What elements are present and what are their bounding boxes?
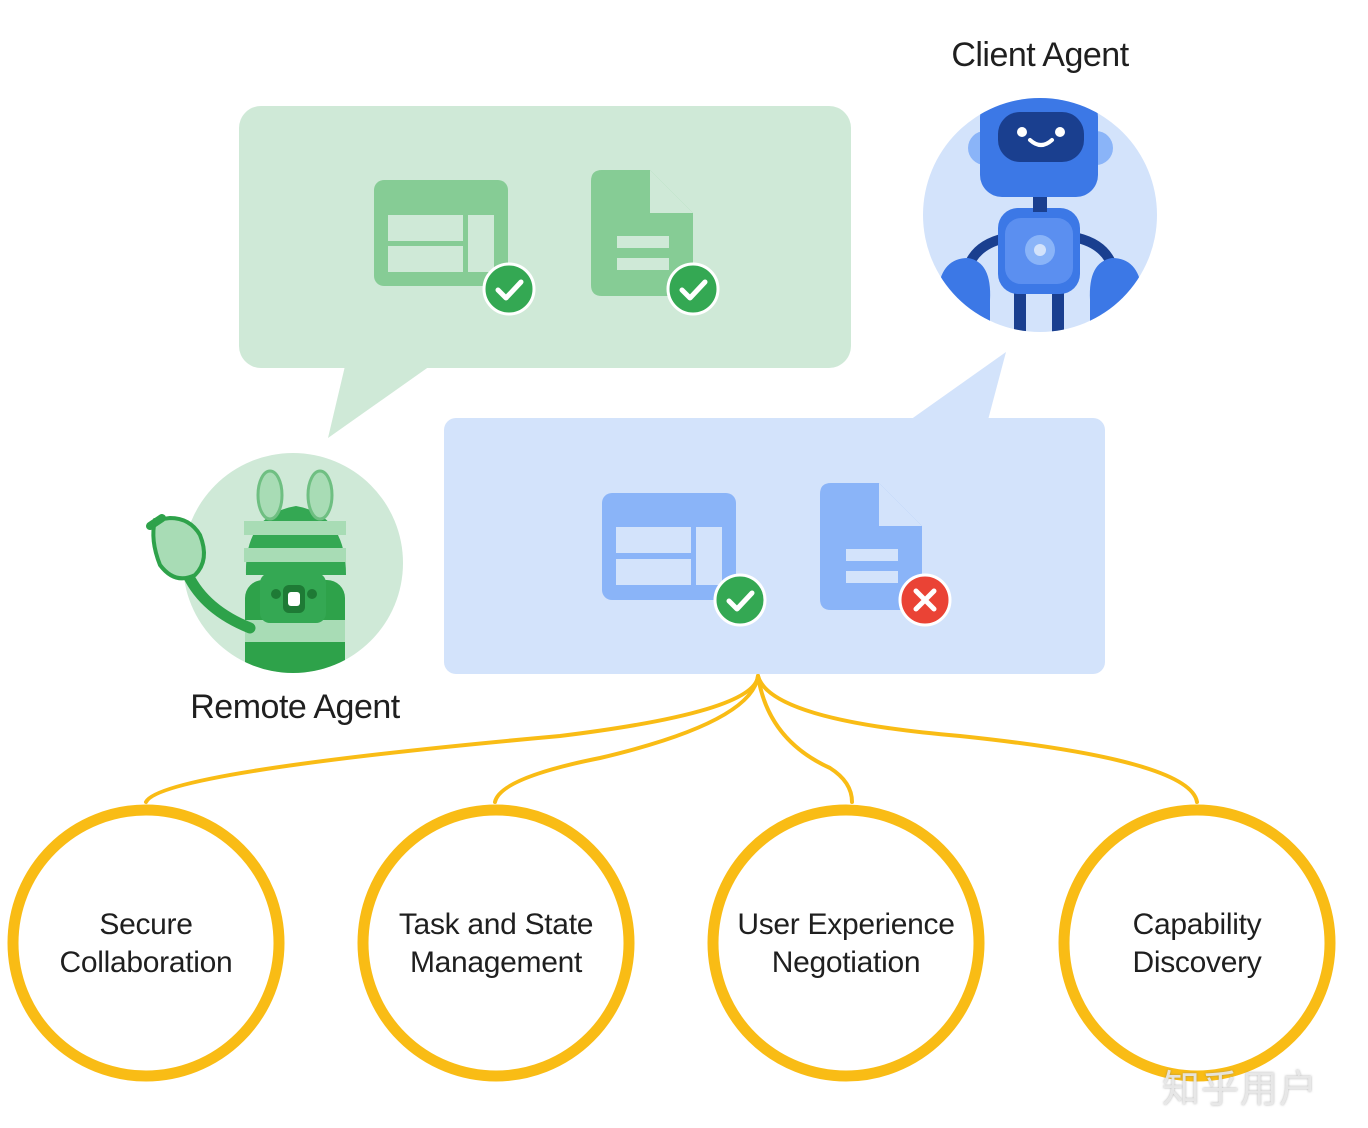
capability-capability-discovery: Capability Discovery xyxy=(1077,906,1317,982)
capability-ring xyxy=(707,804,985,1082)
capability-ring xyxy=(7,804,285,1082)
capability-ring xyxy=(357,804,635,1082)
remote-agent-avatar xyxy=(146,453,403,673)
table-icon xyxy=(602,493,736,600)
capability-connectors xyxy=(144,674,1199,804)
capability-ring xyxy=(1058,804,1336,1082)
client-agent-avatar xyxy=(923,98,1157,332)
check-icon xyxy=(713,573,767,627)
capability-label: Collaboration xyxy=(59,946,233,979)
error-icon xyxy=(898,573,952,627)
check-icon xyxy=(482,262,536,316)
client-agent-speech-bubble xyxy=(444,352,1105,674)
document-icon xyxy=(820,483,922,610)
watermark: 知乎用户 xyxy=(1162,1067,1319,1111)
remote-agent-speech-bubble xyxy=(239,106,851,438)
capability-label: User Experience xyxy=(737,908,955,941)
capability-label: Discovery xyxy=(1132,946,1262,979)
capability-task-and-state-management: Task and State Management xyxy=(376,906,616,982)
check-icon xyxy=(666,262,720,316)
capability-label: Capability xyxy=(1132,908,1262,941)
capability-label: Management xyxy=(409,946,583,979)
capability-user-experience-negotiation: User Experience Negotiation xyxy=(726,906,966,982)
capability-secure-collaboration: Secure Collaboration xyxy=(26,906,266,982)
capability-label: Task and State xyxy=(398,908,594,941)
capability-label: Negotiation xyxy=(771,946,921,979)
table-icon xyxy=(374,180,508,286)
capability-label: Secure xyxy=(99,908,193,941)
document-icon xyxy=(591,170,693,296)
client-agent-label: Client Agent xyxy=(951,36,1129,74)
remote-agent-label: Remote Agent xyxy=(190,688,400,726)
